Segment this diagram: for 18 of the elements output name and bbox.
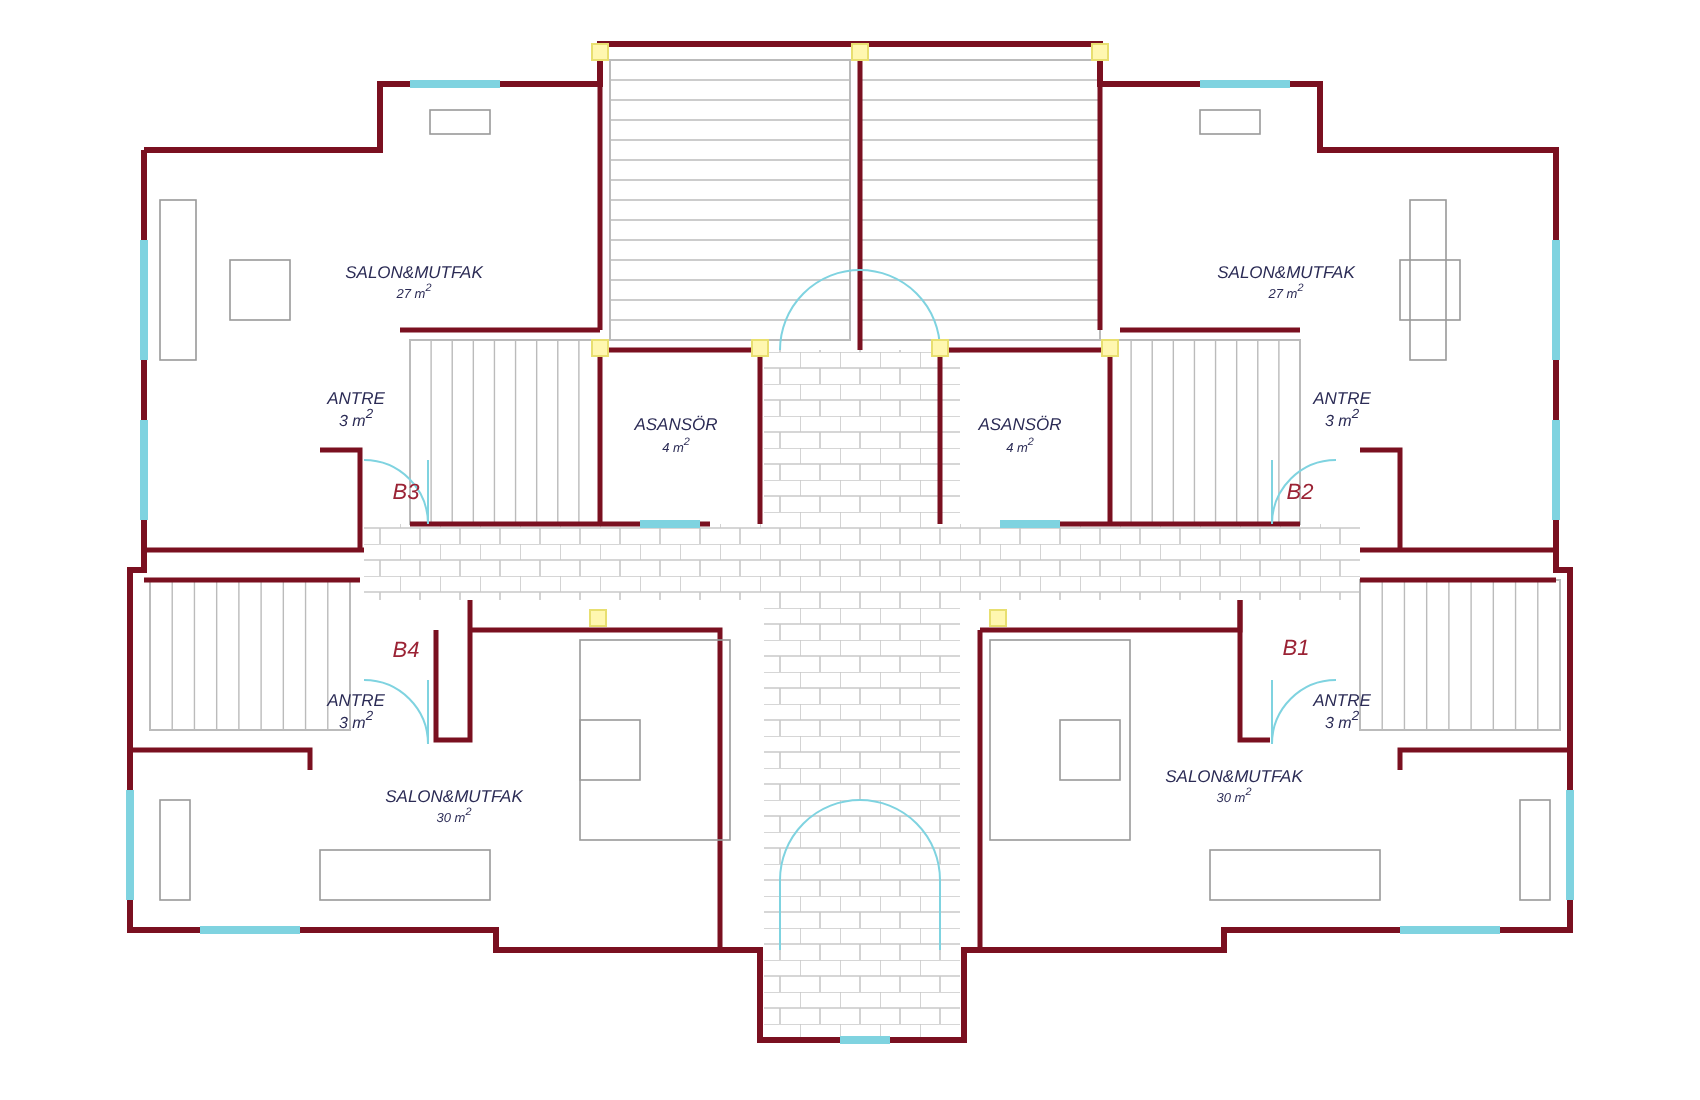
area-label: 3 m$^{2}$	[1324, 712, 1360, 732]
area-label: 3 m$^{2}$	[338, 712, 374, 732]
room-label: ANTRE	[1313, 389, 1371, 407]
room-label: SALON&MUTFAK	[385, 787, 523, 805]
room-label: ANTRE	[327, 691, 385, 709]
room-label: SALON&MUTFAK	[1217, 263, 1355, 281]
bathroom-label: B3	[392, 483, 420, 505]
room-label: ASANSÖR	[978, 415, 1062, 433]
room-label: ASANSÖR	[634, 415, 718, 433]
room-label: SALON&MUTFAK	[1165, 767, 1303, 785]
room-label: ANTRE	[1313, 691, 1371, 709]
area-label: 3 m$^{2}$	[1324, 410, 1360, 430]
room-label: ANTRE	[327, 389, 385, 407]
bathroom-label: B4	[392, 641, 420, 663]
area-label: 3 m$^{2}$	[338, 410, 374, 430]
bathroom-label: B2	[1286, 483, 1314, 505]
bathroom-label: B1	[1282, 639, 1310, 661]
room-label: SALON&MUTFAK	[345, 263, 483, 281]
